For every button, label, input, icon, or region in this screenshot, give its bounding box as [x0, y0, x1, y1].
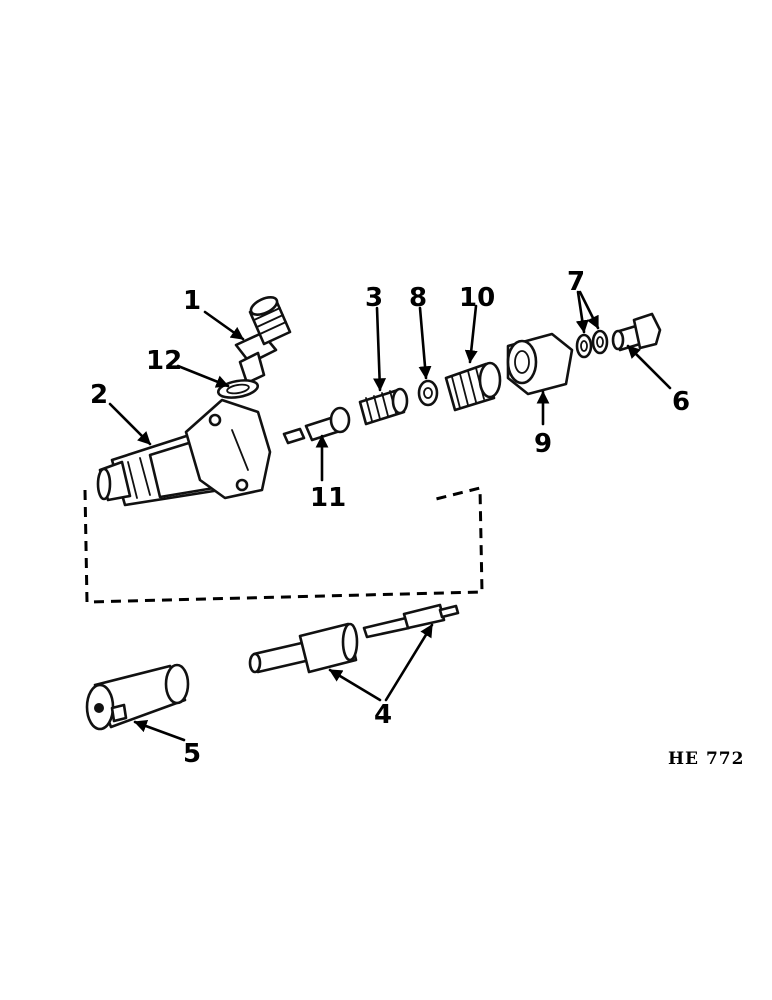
- callout-4: 4: [374, 700, 392, 730]
- callout-8: 8: [409, 283, 427, 313]
- callout-12: 12: [146, 346, 182, 376]
- callout-5: 5: [183, 739, 201, 769]
- part-5-sleeve: [85, 663, 190, 731]
- part-6-bolt: [611, 312, 662, 352]
- callout-1: 1: [183, 286, 201, 316]
- callout-3: 3: [365, 283, 383, 313]
- part-2-injector-body: [96, 398, 272, 507]
- part-7-washers: [575, 329, 609, 359]
- callout-11: 11: [310, 483, 346, 513]
- part-3-spring: [358, 387, 409, 426]
- part-12-washer: [216, 379, 260, 399]
- part-9-cap-nut: [506, 332, 574, 396]
- part-8-washer: [417, 379, 439, 407]
- part-4-needle: [362, 603, 460, 639]
- part-11-valve: [282, 406, 351, 445]
- dashed-enclosure: [83, 486, 484, 604]
- part-4-plunger: [248, 622, 359, 674]
- callout-2: 2: [90, 380, 108, 410]
- callout-10: 10: [459, 283, 495, 313]
- part-1-fitting: [234, 296, 292, 385]
- callout-9: 9: [534, 429, 552, 459]
- callout-7: 7: [567, 267, 585, 297]
- leader-lines: [108, 290, 672, 742]
- figure-code: HE 772: [668, 749, 744, 769]
- callout-6: 6: [672, 387, 690, 417]
- part-10-threaded-nut: [444, 361, 502, 412]
